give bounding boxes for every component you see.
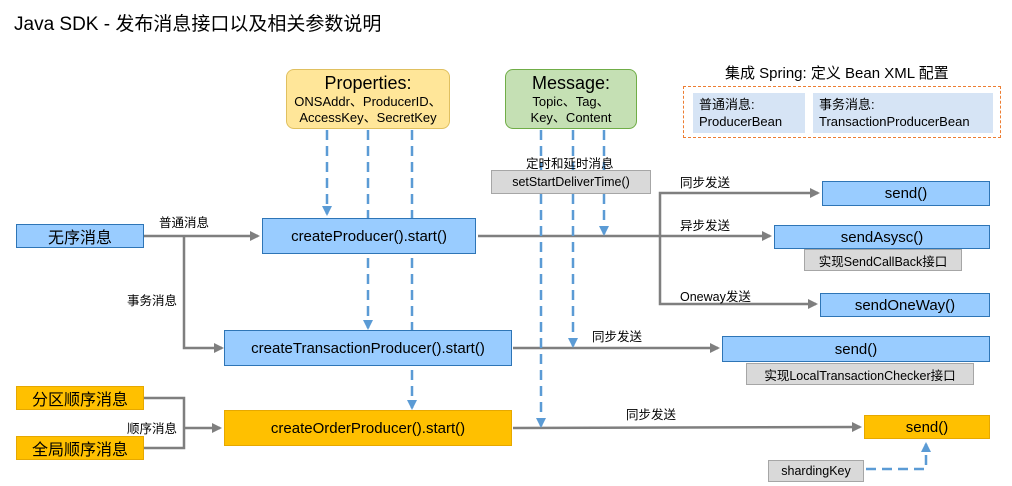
arrow-producer-to-oneway [658,236,818,309]
callback-note: 实现SendCallBack接口 [804,249,962,271]
page-title: Java SDK - 发布消息接口以及相关参数说明 [14,14,382,35]
arrow-to-transaction-producer [182,236,224,353]
message-callout: Message: Topic、Tag、 Key、Content [505,69,637,129]
label-order-msg: 顺序消息 [127,422,178,436]
properties-line2: AccessKey、SecretKey [299,110,437,125]
create-producer-node: createProducer().start() [262,218,476,254]
deliver-time-note: setStartDeliverTime() [491,170,651,194]
arrow-order-to-send [512,422,862,433]
label-sync-1: 同步发送 [680,176,731,190]
spring-normal-label: 普通消息: [699,97,755,112]
send-async-node: sendAsysc() [774,225,990,249]
spring-normal-bean: ProducerBean [699,114,783,129]
message-line1: Topic、Tag、 [532,94,610,109]
create-transaction-producer-node: createTransactionProducer().start() [224,330,512,366]
message-line2: Key、Content [530,110,612,125]
line-partition [144,396,186,450]
properties-line1: ONSAddr、ProducerID、 [294,94,442,109]
label-async: 异步发送 [680,219,731,233]
checker-note: 实现LocalTransactionChecker接口 [746,363,974,385]
dash-sharding [866,442,931,471]
label-tx-msg: 事务消息 [127,294,178,308]
send-order-node: send() [864,415,990,439]
properties-callout: Properties: ONSAddr、ProducerID、 AccessKe… [286,69,450,129]
message-title: Message: [531,73,611,93]
label-oneway: Oneway发送 [680,290,751,304]
spring-tx-label: 事务消息: [819,97,875,112]
send-tx-node: send() [722,336,990,362]
create-order-producer-node: createOrderProducer().start() [224,410,512,446]
spring-group [683,86,1001,138]
send-node: send() [822,181,990,206]
spring-tx-bean: TransactionProducerBean [819,114,970,129]
spring-tx-note: 事务消息: TransactionProducerBean [813,93,993,133]
label-normal-msg: 普通消息 [159,216,210,230]
partition-order-node: 分区顺序消息 [16,386,144,410]
sharding-key-note: shardingKey [768,460,864,482]
arrow-producer-to-send [658,188,820,236]
spring-normal-note: 普通消息: ProducerBean [693,93,805,133]
label-sync-order: 同步发送 [626,408,677,422]
global-order-node: 全局顺序消息 [16,436,144,460]
deliver-label: 定时和延时消息 [526,157,614,171]
properties-title: Properties: [324,73,412,93]
unordered-message-node: 无序消息 [16,224,144,248]
spring-title: 集成 Spring: 定义 Bean XML 配置 [725,65,949,82]
label-sync-tx: 同步发送 [592,330,643,344]
send-oneway-node: sendOneWay() [820,293,990,317]
